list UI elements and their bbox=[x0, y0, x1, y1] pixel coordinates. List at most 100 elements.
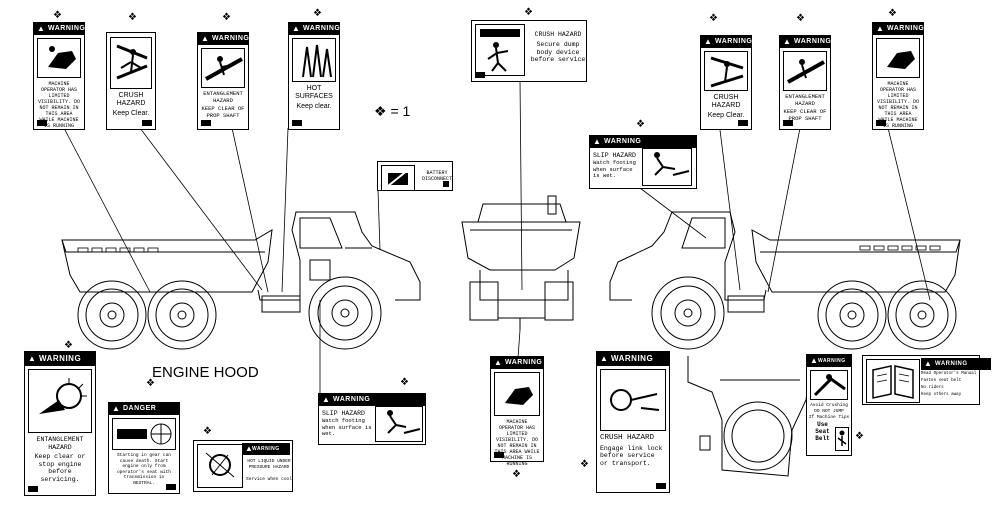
visibility-text: MACHINE OPERATOR HAS LIMITED VISIBILITY.… bbox=[876, 81, 919, 129]
decal-entangle-prop-left: WARNING ENTANGLEMENT HAZARD KEEP CLEAR O… bbox=[197, 32, 249, 130]
hot-surface-icon bbox=[292, 38, 336, 82]
warning-header: WARNING bbox=[319, 394, 425, 406]
slip-icon bbox=[375, 406, 423, 442]
warning-header: WARNING bbox=[780, 36, 831, 48]
battery-label: BATTERY DISCONNECT bbox=[421, 170, 452, 182]
manual-item: Fasten seat belt bbox=[921, 379, 962, 383]
qty-marker: ❖ bbox=[146, 378, 155, 389]
warning-header: WARNING bbox=[242, 443, 290, 455]
hot-liquid-sub: Service when cool bbox=[246, 477, 292, 482]
machine-hazard-icon bbox=[37, 38, 81, 78]
warning-header: WARNING bbox=[491, 357, 543, 369]
decal-visibility-right: WARNING MACHINE OPERATOR HAS LIMITED VIS… bbox=[872, 22, 924, 130]
decal-slip-right: WARNING SLIP HAZARD Watch footing when s… bbox=[589, 135, 697, 189]
entangle-title: ENTANGLEMENT HAZARD bbox=[785, 93, 825, 107]
seatbelt-mid: DO NOT JUMP bbox=[814, 409, 844, 414]
entangle-title: ENTANGLEMENT HAZARD bbox=[203, 90, 243, 104]
manual-item: No riders bbox=[921, 386, 944, 390]
entanglement-icon bbox=[201, 48, 245, 88]
qty-marker: ❖ bbox=[313, 8, 322, 19]
dump-title: CRUSH HAZARD bbox=[534, 31, 582, 38]
danger-header: DANGER bbox=[109, 403, 179, 415]
crush-body: Keep Clear. bbox=[112, 110, 150, 117]
legend: ❖ = 1 bbox=[374, 103, 410, 120]
seatbelt-use: Use Seat Belt bbox=[815, 421, 830, 442]
rollover-icon bbox=[810, 370, 848, 400]
entangle-engine-body: Keep clear or stop engine before servici… bbox=[34, 453, 86, 483]
entanglement-icon bbox=[783, 51, 827, 91]
warning-header: WARNING bbox=[590, 136, 696, 148]
manual-book-icon bbox=[866, 359, 920, 403]
slip-body: Watch footing when surface is wet. bbox=[593, 159, 636, 179]
entangle-engine-title: ENTANGLEMENT HAZARD bbox=[36, 436, 84, 451]
slip-body: Watch footing when surface is wet. bbox=[322, 417, 372, 437]
slip-title: SLIP HAZARD bbox=[593, 152, 636, 159]
qty-marker: ❖ bbox=[888, 8, 897, 19]
left-side-truck bbox=[61, 211, 421, 350]
qty-marker: ❖ bbox=[222, 12, 231, 23]
leader-lines bbox=[64, 79, 931, 395]
legend-symbol: ❖ bbox=[374, 103, 387, 119]
battery-icon bbox=[381, 165, 415, 191]
qty-marker: ❖ bbox=[128, 12, 137, 23]
qty-marker: ❖ bbox=[203, 426, 212, 437]
fan-entangle-icon bbox=[28, 369, 92, 433]
decal-operator-manual: WARNING Read Operator's Manual Fasten se… bbox=[862, 355, 991, 405]
qty-marker: ❖ bbox=[636, 119, 645, 130]
crush-icon bbox=[704, 51, 748, 91]
machine-hazard-icon bbox=[876, 38, 920, 78]
entangle-body: KEEP CLEAR OF PROP SHAFT bbox=[783, 108, 827, 122]
dump-body: Secure dump body device before service bbox=[530, 41, 586, 63]
decal-hot-liquid: WARNING HOT LIQUID UNDER PRESSURE HAZARD… bbox=[193, 440, 293, 492]
qty-marker: ❖ bbox=[53, 10, 62, 21]
warning-header: WARNING bbox=[34, 23, 85, 35]
pressure-icon bbox=[197, 444, 243, 488]
manual-item: Keep others away bbox=[921, 393, 962, 397]
qty-marker: ❖ bbox=[400, 377, 409, 388]
seatbelt-icon bbox=[835, 427, 849, 451]
decal-crush-link: WARNING CRUSH HAZARD Engage link lock be… bbox=[596, 351, 670, 493]
qty-marker: ❖ bbox=[64, 340, 73, 351]
warning-header: WARNING bbox=[25, 352, 95, 366]
decal-danger-start: DANGER Starting in gear can cause death.… bbox=[108, 402, 180, 494]
crush-body: Keep Clear. bbox=[707, 112, 745, 119]
engine-hood-label: ENGINE HOOD bbox=[152, 364, 259, 381]
decal-battery-disconnect: BATTERY DISCONNECT bbox=[377, 161, 453, 191]
warning-header: WARNING bbox=[873, 23, 924, 35]
dump-crush-icon bbox=[475, 24, 525, 76]
decal-crush-right: WARNING CRUSH HAZARD Keep Clear. bbox=[700, 35, 752, 130]
warning-header: WARNING bbox=[198, 33, 249, 45]
right-side-truck bbox=[609, 211, 961, 350]
visibility-text: MACHINE OPERATOR HAS LIMITED VISIBILITY.… bbox=[37, 81, 80, 129]
hot-body: Keep clear. bbox=[296, 103, 332, 110]
seatbelt-bot: If Machine Tips bbox=[808, 415, 850, 420]
machine-hazard-icon bbox=[494, 372, 540, 416]
decal-visibility-left: WARNING MACHINE OPERATOR HAS LIMITED VIS… bbox=[33, 22, 85, 130]
decal-crush-dump: CRUSH HAZARD Secure dump body device bef… bbox=[471, 20, 587, 82]
link-body: Engage link lock before service or trans… bbox=[600, 444, 663, 467]
link-title: CRUSH HAZARD bbox=[600, 434, 655, 442]
link-lock-icon bbox=[600, 369, 666, 431]
hot-title: HOT SURFACES bbox=[295, 85, 333, 100]
slip-title: SLIP HAZARD bbox=[322, 410, 365, 417]
slip-icon bbox=[642, 148, 692, 186]
qty-marker: ❖ bbox=[580, 459, 589, 470]
manual-item: Read Operator's Manual bbox=[921, 372, 977, 376]
qty-marker: ❖ bbox=[796, 13, 805, 24]
link-lock-detail bbox=[687, 355, 813, 477]
warning-header: WARNING bbox=[701, 36, 752, 48]
crush-title: CRUSH HAZARD bbox=[711, 94, 741, 109]
legend-equals: = 1 bbox=[390, 103, 411, 119]
decal-hot-surfaces: WARNING HOT SURFACES Keep clear. bbox=[288, 22, 340, 130]
crush-title: CRUSH HAZARD bbox=[116, 92, 146, 107]
decal-visibility-bottom: WARNING MACHINE OPERATOR HAS LIMITED VIS… bbox=[490, 356, 544, 467]
qty-marker: ❖ bbox=[524, 7, 533, 18]
seatbelt-top: Avoid Crushing bbox=[810, 403, 848, 408]
warning-header: WARNING bbox=[597, 352, 669, 366]
decal-seatbelt: WARNING Avoid Crushing DO NOT JUMP If Ma… bbox=[806, 354, 852, 456]
qty-marker: ❖ bbox=[709, 13, 718, 24]
decal-crush-left: CRUSH HAZARD Keep Clear. bbox=[106, 32, 156, 130]
qty-marker: ❖ bbox=[512, 469, 521, 480]
warning-header: WARNING bbox=[807, 355, 851, 367]
